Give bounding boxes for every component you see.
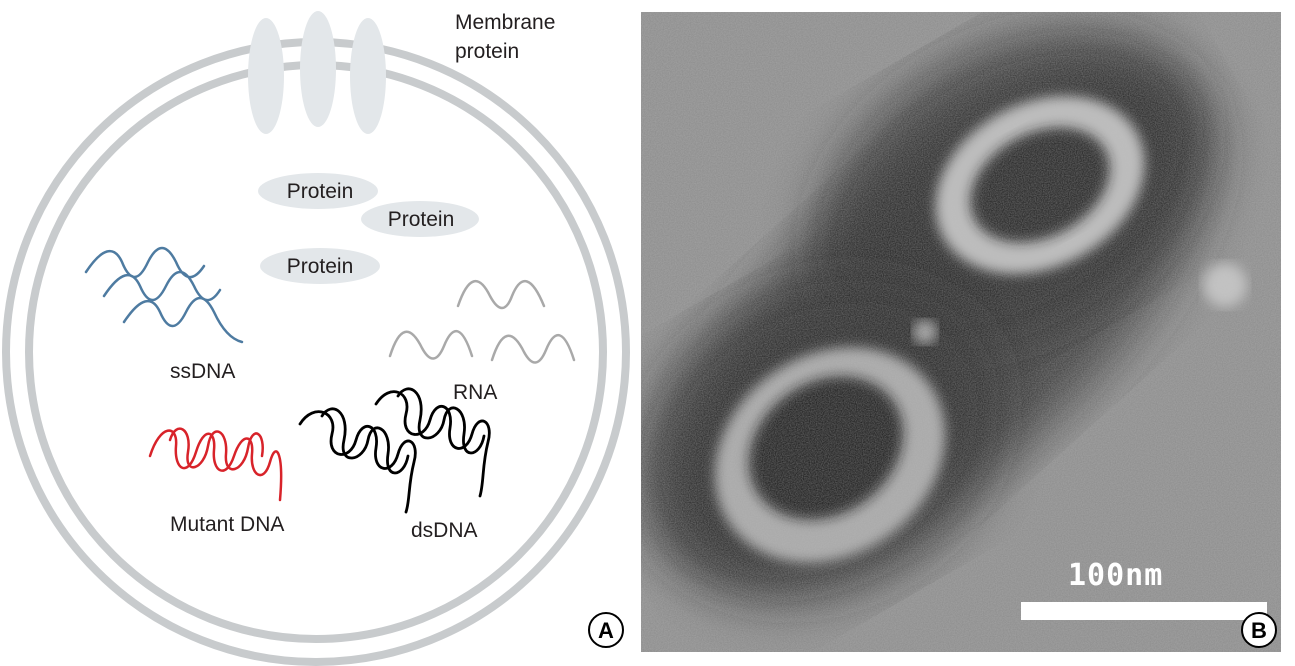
protein-label: Protein <box>287 180 354 203</box>
dsdna-label: dsDNA <box>411 519 478 542</box>
membrane-protein-label-line1: Membrane <box>455 11 555 34</box>
protein-label: Protein <box>287 255 354 278</box>
membrane-protein-group <box>248 11 386 134</box>
panel-b-badge: B <box>1241 612 1277 648</box>
rna-strands <box>388 279 576 364</box>
panel-a: Membrane protein Protein Protein Protein… <box>2 11 630 666</box>
membrane-protein <box>248 18 284 134</box>
rna-label: RNA <box>453 381 497 404</box>
ssdna-strand <box>84 246 244 344</box>
scale-bar-line <box>1021 602 1267 620</box>
ssdna-label: ssDNA <box>170 360 235 383</box>
mutant-dna-label: Mutant DNA <box>170 513 284 536</box>
membrane-protein <box>350 18 386 134</box>
mutant-dna-helix <box>148 427 283 502</box>
membrane-protein <box>300 11 336 127</box>
membrane-protein-label-line2: protein <box>455 40 519 63</box>
dsdna-helix-1 <box>298 407 417 514</box>
dsdna-helix-2 <box>374 387 491 498</box>
panel-a-badge: A <box>588 612 624 648</box>
scale-bar-label: 100nm <box>1068 558 1163 593</box>
outer-membrane <box>2 38 630 666</box>
panel-a-badge-label: A <box>598 618 614 643</box>
inner-membrane <box>25 61 607 643</box>
protein-label: Protein <box>388 208 455 231</box>
protein-2: Protein <box>361 201 479 237</box>
panel-b-micrograph: 100nm <box>641 12 1281 652</box>
panel-b-badge-label: B <box>1251 618 1267 643</box>
scale-bar: 100nm <box>1021 558 1267 620</box>
protein-1: Protein <box>258 173 378 209</box>
protein-3: Protein <box>260 248 380 284</box>
